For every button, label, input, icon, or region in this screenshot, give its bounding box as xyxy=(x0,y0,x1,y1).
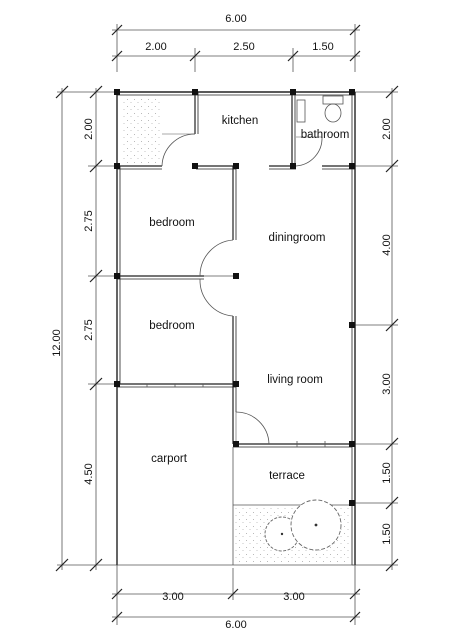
room-label-terrace: terrace xyxy=(269,470,305,482)
bathroom-door-swing xyxy=(295,136,323,167)
right-segment-1-label: 2.00 xyxy=(381,118,393,139)
room-label-diningroom: diningroom xyxy=(269,232,326,244)
left-segment-3-label: 2.75 xyxy=(83,319,95,340)
right-segment-3-label: 3.00 xyxy=(381,373,393,394)
bottom-dimensions: 3.00 3.00 6.00 xyxy=(111,565,361,631)
tree-icon xyxy=(290,499,342,551)
right-segment-2-label: 4.00 xyxy=(381,234,393,255)
bottom-segment-1-label: 3.00 xyxy=(162,591,183,603)
bottom-total-label: 6.00 xyxy=(225,619,246,631)
top-segment-2-label: 2.50 xyxy=(233,41,254,53)
right-segment-4-label: 1.50 xyxy=(381,462,393,483)
right-dimensions: 2.00 4.00 3.00 1.50 1.50 xyxy=(352,85,399,572)
top-segment-1-label: 2.00 xyxy=(145,41,166,53)
room-label-bedroom-1: bedroom xyxy=(149,217,194,229)
left-segment-4-label: 4.50 xyxy=(83,463,95,484)
bedroom-1-door-swing xyxy=(199,239,234,277)
left-segment-1-label: 2.00 xyxy=(83,118,95,139)
bottom-segment-2-label: 3.00 xyxy=(283,591,304,603)
room-labels: kitchen bathroom bedroom diningroom bedr… xyxy=(149,115,349,482)
room-label-bedroom-2: bedroom xyxy=(149,320,194,332)
columns xyxy=(114,89,355,506)
room-label-kitchen: kitchen xyxy=(222,115,258,127)
left-total-label: 12.00 xyxy=(51,329,63,357)
top-dimensions: 6.00 2.00 2.50 1.50 xyxy=(111,13,361,72)
trees xyxy=(264,499,342,552)
main-door-swing xyxy=(235,411,270,445)
walls xyxy=(116,91,356,566)
left-segment-2-label: 2.75 xyxy=(83,210,95,231)
room-label-living-room: living room xyxy=(267,374,323,386)
toilet-bowl xyxy=(324,103,342,123)
kitchen-door-swing xyxy=(161,133,196,167)
bedroom-2-door-swing xyxy=(199,278,234,317)
wash-basin xyxy=(296,99,306,123)
room-label-bathroom: bathroom xyxy=(301,129,350,141)
left-dimensions: 12.00 2.00 2.75 2.75 4.50 xyxy=(51,85,118,572)
top-total-label: 6.00 xyxy=(225,13,246,25)
right-segment-5-label: 1.50 xyxy=(381,523,393,544)
top-segment-3-label: 1.50 xyxy=(312,41,333,53)
doors xyxy=(161,133,323,445)
toilet-tank xyxy=(322,95,344,105)
garden-patch xyxy=(121,96,160,164)
room-label-carport: carport xyxy=(151,453,188,465)
